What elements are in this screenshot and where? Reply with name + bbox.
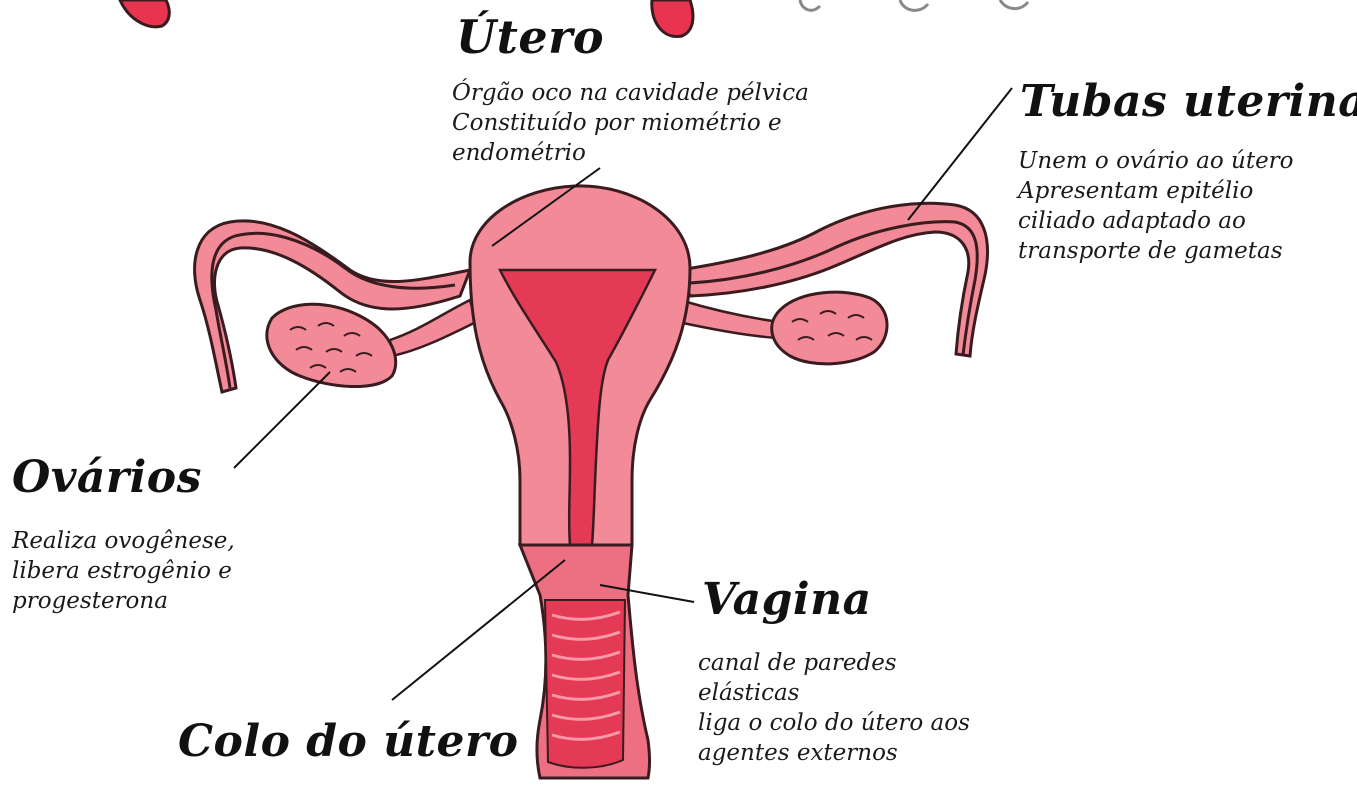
tubas-line-3: ciliado adaptado ao xyxy=(1018,206,1294,236)
tubas-title: Tubas uterinas xyxy=(1020,76,1357,127)
vagina-line-3: liga o colo do útero aos xyxy=(698,708,970,738)
leader-colo xyxy=(392,560,565,700)
utero-description: Órgão oco na cavidade pélvica Constituíd… xyxy=(452,78,809,168)
vagina-line-2: elásticas xyxy=(698,678,970,708)
colo-title: Colo do útero xyxy=(178,716,519,767)
ovarios-description: Realiza ovogênese, libera estrogênio e p… xyxy=(12,526,235,616)
ovarios-line-1: Realiza ovogênese, xyxy=(12,526,235,556)
header-decoration-left xyxy=(120,0,169,27)
right-ovary xyxy=(772,292,887,364)
vagina-line-4: agentes externos xyxy=(698,738,970,768)
ovarios-line-3: progesterona xyxy=(12,586,235,616)
ovarios-title: Ovários xyxy=(12,452,202,503)
leader-tubas xyxy=(908,88,1012,220)
ovarios-line-2: libera estrogênio e xyxy=(12,556,235,586)
left-ovary xyxy=(267,304,396,386)
utero-title: Útero xyxy=(456,10,604,64)
utero-line-3: endométrio xyxy=(452,138,809,168)
utero-line-2: Constituído por miométrio e xyxy=(452,108,809,138)
header-decoration-arcs xyxy=(800,0,1028,10)
tubas-line-4: transporte de gametas xyxy=(1018,236,1294,266)
leader-ovarios xyxy=(234,372,330,468)
tubas-line-2: Apresentam epitélio xyxy=(1018,176,1294,206)
tubas-line-1: Unem o ovário ao útero xyxy=(1018,146,1294,176)
header-decoration-right xyxy=(652,0,693,37)
vagina-title: Vagina xyxy=(702,574,872,625)
vagina-description: canal de paredes elásticas liga o colo d… xyxy=(698,648,970,768)
utero-line-1: Órgão oco na cavidade pélvica xyxy=(452,78,809,108)
tubas-description: Unem o ovário ao útero Apresentam epitél… xyxy=(1018,146,1294,266)
vagina-line-1: canal de paredes xyxy=(698,648,970,678)
